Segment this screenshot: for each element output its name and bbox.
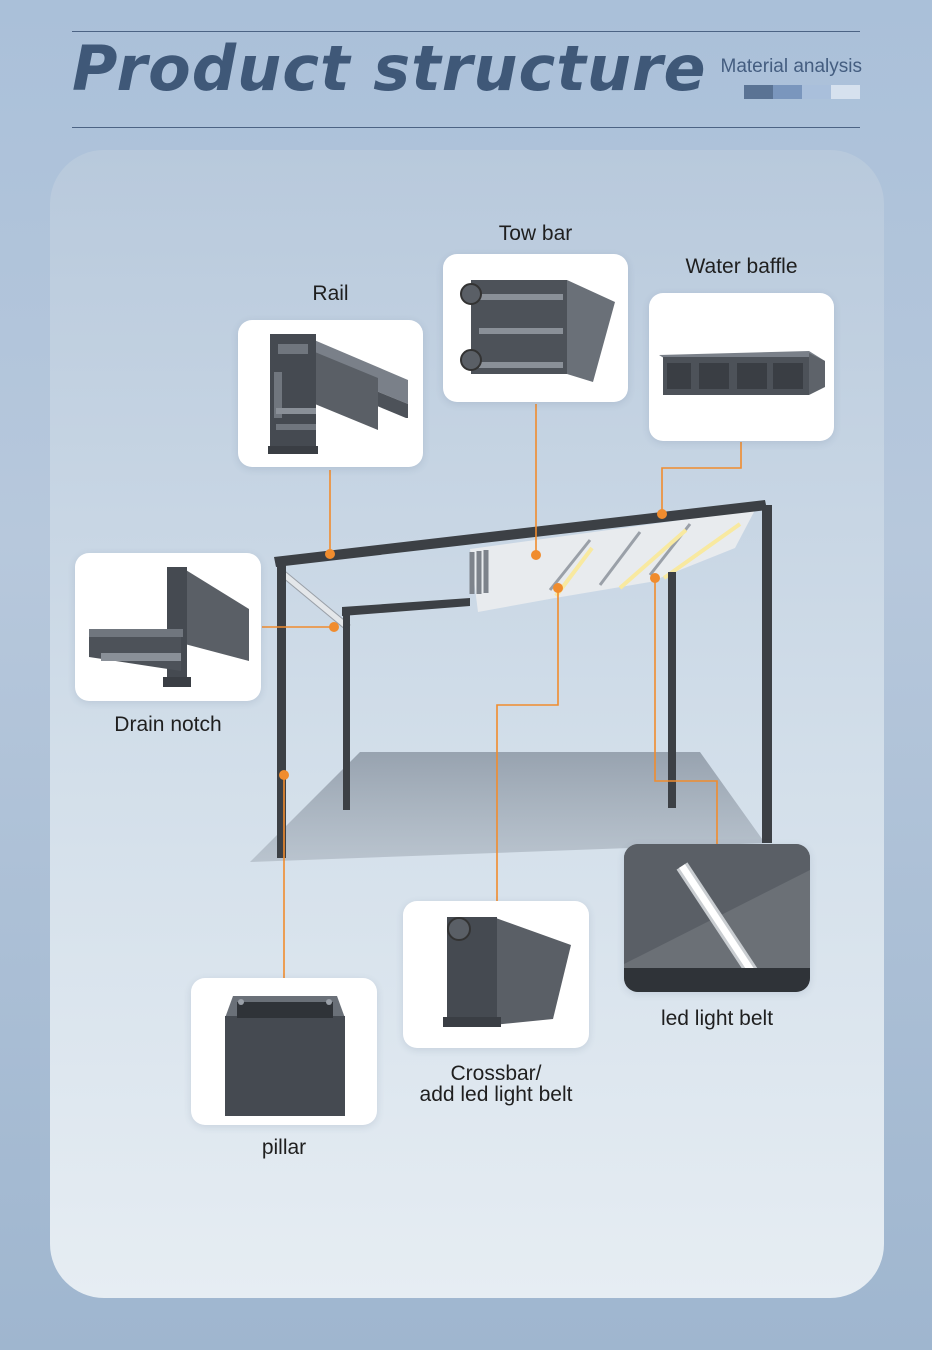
water-baffle-dot (657, 509, 667, 519)
rear-crossbar (342, 598, 470, 616)
rail-profile-image (268, 334, 408, 454)
tow-bar-label: Tow bar (498, 222, 573, 245)
crossbar-card (403, 901, 589, 1048)
stacked-slats (469, 550, 489, 594)
led-light-belt-label: led light belt (660, 1007, 774, 1030)
led-light-belt-card (624, 844, 810, 992)
page-title: Product structure (72, 32, 707, 105)
led-light-belt-image (624, 844, 810, 992)
rail-card (238, 320, 423, 467)
crossbar-leader (496, 588, 559, 901)
drain-notch-profile-image (89, 567, 249, 687)
color-swatches (744, 85, 860, 99)
rear-left-pillar (343, 612, 350, 810)
rail-beam (274, 500, 767, 567)
water-baffle-card (649, 293, 834, 441)
front-left-pillar (277, 565, 286, 858)
swatch (773, 85, 802, 99)
pillar-label: pillar (261, 1136, 307, 1159)
drain-notch-card (75, 553, 261, 701)
led-belt-leader (654, 578, 718, 845)
tow-bar-card (443, 254, 628, 402)
louvre-roof (470, 510, 755, 612)
swatch (831, 85, 860, 99)
pillar-card (191, 978, 377, 1125)
pillar-profile-image (225, 996, 345, 1116)
water-baffle-leader (661, 442, 742, 514)
water-baffle-label: Water baffle (685, 255, 798, 278)
swatch (802, 85, 831, 99)
page-subtitle: Material analysis (720, 56, 863, 77)
drain-notch-label: Drain notch (114, 713, 222, 736)
water-baffle-profile-image (659, 351, 825, 395)
led-belt-dot (650, 573, 660, 583)
swatch (744, 85, 773, 99)
side-beam (281, 571, 351, 631)
crossbar-profile-image (443, 917, 571, 1027)
front-right-pillar (762, 505, 772, 843)
crossbar-dot (553, 583, 563, 593)
rail-dot (325, 549, 335, 559)
rear-right-pillar (668, 572, 676, 808)
ground-shadow (250, 752, 765, 862)
rail-label: Rail (312, 282, 349, 305)
pergola-frame (274, 500, 772, 858)
drain-notch-dot (329, 622, 339, 632)
top-divider (72, 31, 860, 32)
pillar-dot (279, 770, 289, 780)
leader-dots (279, 509, 667, 780)
tow-bar-profile-image (460, 280, 615, 382)
tow-bar-dot (531, 550, 541, 560)
bottom-divider (72, 127, 860, 128)
leader-lines (262, 404, 742, 978)
crossbar-label: Crossbar/ add led light belt (419, 1062, 573, 1106)
